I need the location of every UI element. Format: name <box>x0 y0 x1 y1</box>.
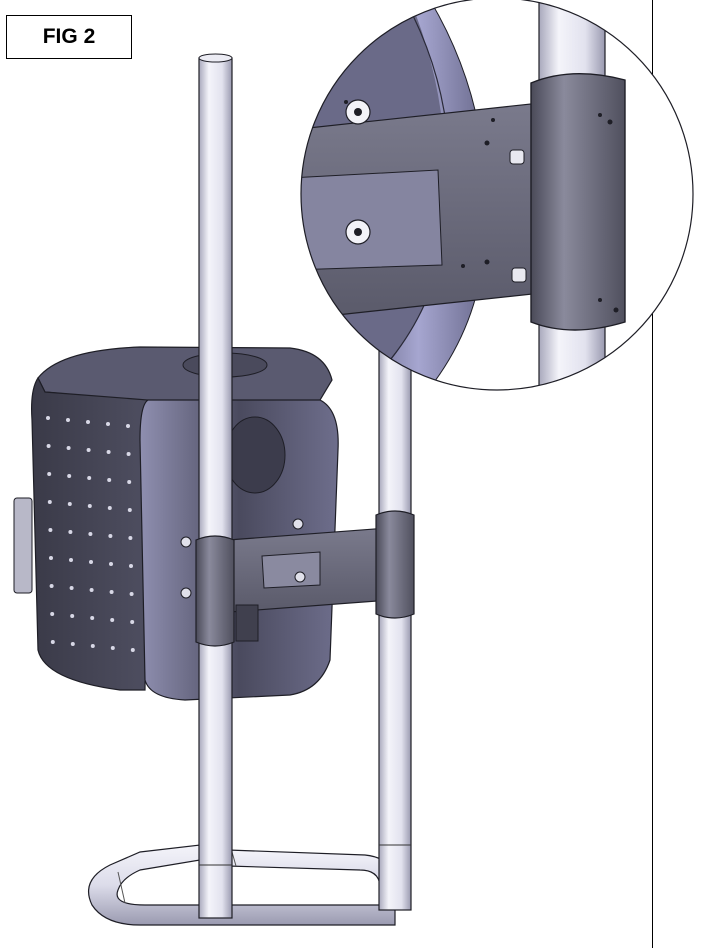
right-pole-clamp <box>375 510 415 619</box>
base-frame <box>88 844 396 926</box>
perforation-dot <box>106 450 111 454</box>
perforation-dot <box>48 528 53 532</box>
perforation-dot <box>69 558 73 562</box>
left-pole <box>198 53 233 919</box>
perforation-dot <box>107 506 112 510</box>
page-border-rule <box>652 0 653 948</box>
perforation-dot <box>106 422 110 426</box>
perforation-dot <box>68 530 73 534</box>
perforation-dot <box>90 616 95 620</box>
perforation-dot <box>66 446 71 450</box>
perforation-dot <box>108 534 113 538</box>
perforation-dot <box>70 614 75 618</box>
detail-zoom-view <box>300 0 694 391</box>
perforation-dot <box>46 416 50 420</box>
speaker-cabinet <box>13 346 339 701</box>
perforation-dot <box>87 476 92 480</box>
perforation-dot <box>88 532 93 536</box>
perforation-dot <box>126 424 130 428</box>
perforation-dot <box>127 508 132 512</box>
perforation-dot <box>66 418 70 422</box>
perforation-dot <box>127 480 132 484</box>
perforation-dot <box>129 592 134 596</box>
perforation-dot <box>107 478 112 482</box>
perforation-dot <box>110 618 115 622</box>
perforation-dot <box>67 502 72 506</box>
perforation-dot <box>67 474 72 478</box>
perforation-dot <box>130 620 135 624</box>
right-pole <box>378 340 412 911</box>
perforation-dot <box>109 590 114 594</box>
perforation-dot <box>109 562 113 566</box>
perforation-dot <box>50 640 55 644</box>
perforation-dot <box>49 556 53 560</box>
perforation-dot <box>87 504 92 508</box>
perforation-dot <box>70 642 75 646</box>
perforation-dot <box>49 584 54 588</box>
perforation-dot <box>86 448 91 452</box>
perforation-dot <box>89 560 93 564</box>
perforation-dot <box>129 564 133 568</box>
perforation-dot <box>128 536 133 540</box>
perforation-dot <box>130 648 135 652</box>
perforation-dot <box>86 420 90 424</box>
cabinet-bolts <box>180 518 306 599</box>
perforation-dot <box>110 646 115 650</box>
left-pole-clamp <box>195 535 235 647</box>
perforation-dot <box>46 444 51 448</box>
perforation-dot <box>89 588 94 592</box>
perforation-dot <box>47 472 52 476</box>
figure-label-box: FIG 2 <box>6 15 132 59</box>
figure-label: FIG 2 <box>42 25 96 48</box>
perforation-dot <box>126 452 131 456</box>
perforation-dot <box>50 612 55 616</box>
perforation-dot <box>47 500 52 504</box>
perforation-dot <box>90 644 95 648</box>
mount-bracket <box>227 527 391 642</box>
perforation-dot <box>69 586 74 590</box>
